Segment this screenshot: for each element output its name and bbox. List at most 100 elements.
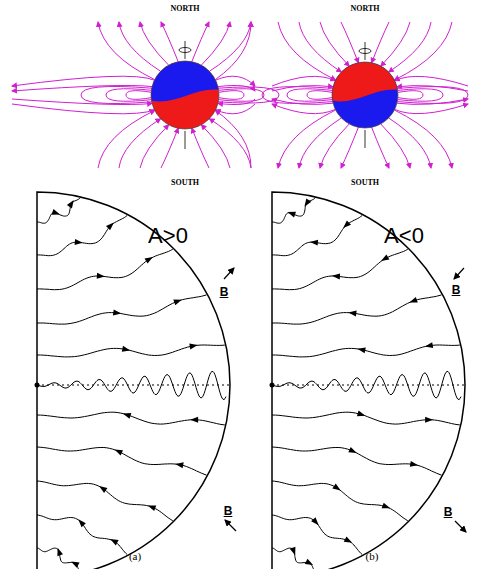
field-line — [216, 76, 255, 86]
field-arrowhead — [343, 221, 351, 229]
field-arrowhead — [122, 346, 130, 352]
field-arrowhead — [357, 411, 366, 417]
field-line — [299, 118, 341, 168]
field-line — [12, 99, 152, 105]
field-arrowhead — [99, 486, 107, 493]
field-line — [201, 125, 230, 168]
field-arrowhead — [97, 273, 105, 279]
field-line — [12, 104, 154, 114]
field-line — [215, 110, 251, 168]
field-arrowhead — [382, 503, 391, 509]
field-arrowhead — [348, 447, 357, 453]
field-loop — [219, 91, 244, 100]
field-line — [37, 515, 127, 555]
field-line — [37, 345, 225, 357]
field-direction-arrow — [455, 521, 466, 532]
field-line — [215, 22, 251, 80]
field-direction-arrow — [224, 268, 234, 279]
field-loop — [398, 89, 443, 101]
pole-label: SOUTH — [351, 179, 379, 187]
field-line — [209, 22, 251, 71]
field-line — [272, 295, 442, 324]
field-line — [272, 216, 362, 256]
field-arrowhead — [113, 310, 121, 316]
field-arrowhead — [357, 348, 365, 354]
field-arrowhead — [175, 462, 183, 468]
current-sheet — [272, 371, 461, 399]
field-arrowhead — [148, 505, 157, 511]
field-line — [12, 85, 152, 91]
equator-line — [37, 385, 230, 386]
field-line — [192, 128, 209, 168]
panel-label: (b) — [366, 551, 379, 562]
field-arrowhead — [106, 223, 114, 231]
polarity-label: A<0 — [384, 225, 424, 247]
field-arrowhead — [332, 484, 340, 491]
field-loop — [262, 87, 333, 104]
field-line — [272, 515, 362, 555]
field-line — [341, 127, 358, 168]
field-line — [395, 76, 468, 86]
field-arrowhead — [348, 311, 356, 317]
field-arrowhead — [425, 342, 433, 348]
field-arrowhead — [75, 239, 83, 245]
field-line — [12, 76, 154, 86]
field-line — [389, 22, 431, 72]
field-line — [341, 22, 358, 63]
field-line — [272, 76, 335, 86]
field-vector-label: B — [220, 286, 229, 298]
field-arrowhead — [71, 561, 80, 567]
field-vector-label: B — [444, 506, 453, 518]
field-arrowhead — [311, 517, 319, 525]
current-sheet — [37, 371, 226, 399]
field-line — [372, 22, 389, 63]
field-line — [209, 119, 251, 168]
heliosphere-outline — [272, 192, 465, 569]
field-arrowhead — [115, 450, 124, 456]
field-line — [272, 249, 408, 290]
field-line — [201, 22, 230, 65]
field-line — [37, 412, 225, 425]
field-direction-arrow — [454, 268, 464, 279]
field-line — [216, 104, 255, 114]
field-line — [372, 127, 389, 168]
field-line — [119, 119, 161, 168]
field-arrowhead — [78, 519, 86, 527]
field-arrowhead — [304, 198, 311, 206]
sun-outline — [332, 62, 398, 128]
field-loop — [397, 87, 468, 104]
field-line — [119, 22, 161, 71]
field-arrowhead — [310, 240, 318, 246]
field-line — [272, 481, 408, 521]
field-arrowhead — [123, 413, 132, 419]
field-line — [272, 447, 442, 475]
pole-label: SOUTH — [171, 179, 199, 187]
field-arrowhead — [305, 559, 313, 565]
field-loop — [126, 91, 151, 100]
field-loop — [287, 89, 332, 101]
pole-label: NORTH — [170, 5, 199, 13]
heliosphere-outline — [37, 192, 230, 569]
field-line — [278, 110, 336, 168]
field-line — [394, 22, 452, 80]
field-line — [272, 198, 315, 223]
field-arrowhead — [52, 209, 61, 215]
field-line — [272, 104, 335, 114]
field-line — [272, 412, 460, 425]
rotation-axis — [185, 41, 186, 59]
pole-label: NORTH — [350, 5, 379, 13]
field-arrowhead — [344, 536, 353, 542]
field-arrowhead — [189, 344, 197, 350]
field-line — [37, 198, 80, 223]
field-line — [140, 22, 169, 65]
field-arrowhead — [173, 300, 182, 306]
field-loop — [307, 91, 332, 100]
rotation-symbol — [359, 49, 371, 54]
field-arrowhead — [110, 539, 119, 545]
polarity-label: A>0 — [148, 225, 188, 247]
equator-line — [272, 385, 465, 386]
field-loop — [106, 89, 151, 102]
field-arrowhead — [67, 200, 74, 208]
field-loop — [218, 87, 279, 103]
